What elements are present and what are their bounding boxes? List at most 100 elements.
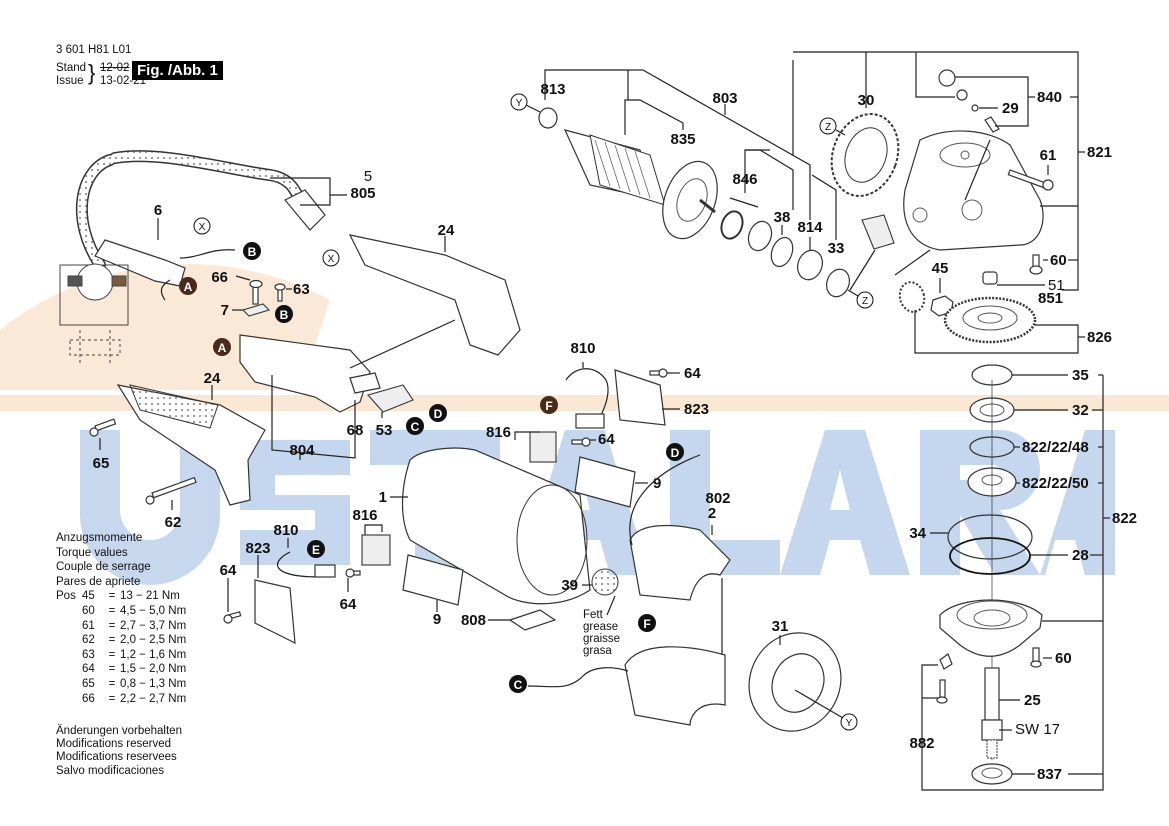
svg-text:D: D <box>671 446 680 460</box>
part-label-51: 51 <box>1048 277 1065 294</box>
torque-row: 64=1,5 − 2,0 Nm <box>82 663 187 676</box>
part-label-816-lower: 816 <box>352 507 377 524</box>
part-label-63: 63 <box>293 281 310 298</box>
suppressor-810 <box>575 413 605 429</box>
connectors: A B X B A X D C F D E E F C Y Y Z Z <box>179 93 874 731</box>
part-label-64-left: 64 <box>220 562 237 579</box>
torque-title-de: Anzugsmomente <box>56 532 143 544</box>
note-es: Salvo modificaciones <box>56 764 165 777</box>
part-label-837: 837 <box>1037 766 1062 783</box>
connector-X: X <box>193 217 211 235</box>
armature-835 <box>563 129 718 240</box>
part-label-9-upper: 9 <box>653 475 661 492</box>
part-label-810-lower: 810 <box>273 522 298 539</box>
connector-Z: Z <box>856 291 874 309</box>
part-label-39: 39 <box>561 577 578 594</box>
svg-text:C: C <box>514 678 523 692</box>
svg-text:C: C <box>411 420 420 434</box>
svg-text:grasa: grasa <box>583 645 612 657</box>
cover-823-lower <box>254 579 296 645</box>
screw-66 <box>249 279 263 305</box>
connector-E: E <box>307 540 325 558</box>
part-label-33: 33 <box>828 240 845 257</box>
part-label-45: 45 <box>932 260 949 277</box>
switch-part-68 <box>349 372 381 394</box>
issue-label: Issue <box>56 75 84 87</box>
switch-assembly <box>239 334 371 413</box>
svg-text:X: X <box>199 222 206 233</box>
screw-62 <box>145 476 197 505</box>
o-ring-29 <box>971 104 979 112</box>
part-label-823-upper: 823 <box>684 401 709 418</box>
old-date: 12-02 <box>100 62 130 74</box>
wiring-schematic <box>59 263 129 365</box>
part-label-835: 835 <box>670 131 695 148</box>
part-label-814: 814 <box>797 219 823 236</box>
ring-38 <box>770 236 794 268</box>
screw-60-upper <box>1029 254 1043 275</box>
brace: } <box>88 60 96 85</box>
svg-text:Z: Z <box>825 122 831 133</box>
part-label-31: 31 <box>772 618 789 635</box>
part-label-34: 34 <box>909 525 926 542</box>
note-de: Änderungen vorbehalten <box>56 725 182 737</box>
part-label-802: 802 <box>705 490 730 507</box>
field-coil-lower <box>624 646 726 726</box>
watermark-letters <box>80 430 1115 585</box>
part-label-62: 62 <box>165 514 182 531</box>
torque-title-fr: Couple de serrage <box>56 561 151 574</box>
part-label-24: 24 <box>438 222 455 239</box>
screw-65 <box>89 418 117 437</box>
screw-64-left <box>223 611 242 624</box>
part-label-28: 28 <box>1072 547 1089 564</box>
part-label-35: 35 <box>1072 367 1089 384</box>
part-label-29: 29 <box>1002 100 1019 117</box>
part-label-2: 2 <box>708 505 716 522</box>
brush-holder-816-lower <box>361 534 391 566</box>
svg-text:graisse: graisse <box>583 633 620 645</box>
part-label-60-upper: 60 <box>1050 252 1067 269</box>
part-label-882: 882 <box>909 735 934 752</box>
stand-label: Stand <box>56 62 87 74</box>
part-label-32: 32 <box>1072 402 1089 419</box>
pin <box>984 116 1000 133</box>
grease-note: Fett grease graisse grasa <box>583 609 620 657</box>
part-label-64-upper: 64 <box>684 365 701 382</box>
part-label-38: 38 <box>774 209 791 226</box>
figure-label: Fig. /Abb. 1 <box>132 61 223 80</box>
watermark: .com <box>0 264 1169 585</box>
part-label-823-lower: 823 <box>245 540 270 557</box>
torque-row: 60=4,5 − 5,0 Nm <box>82 604 187 617</box>
torque-row: 63=1,2 − 1,6 Nm <box>82 648 187 661</box>
connector-Z: Z <box>819 117 837 135</box>
torque-row: 61=2,7 − 3,7 Nm <box>82 619 187 632</box>
bearing-flange <box>939 599 1043 657</box>
torque-title-en: Torque values <box>56 546 128 559</box>
switch-part-53 <box>367 384 414 413</box>
watermark-orange-band <box>0 395 1169 411</box>
connector-C: C <box>509 675 527 693</box>
part-label-64-mid: 64 <box>598 431 615 448</box>
torque-table: Anzugsmomente Torque values Couple de se… <box>56 531 186 706</box>
part-label-840: 840 <box>1037 89 1062 106</box>
document-number: 3 601 H81 L01 <box>56 44 132 56</box>
label-plate <box>861 214 895 250</box>
o-ring-28 <box>949 537 1031 575</box>
screw-61 <box>1007 169 1054 191</box>
torque-row: 65=0,8 − 1,3 Nm <box>82 677 187 690</box>
screw-64-mid <box>571 437 591 447</box>
bearing-813 <box>538 107 558 129</box>
part-label-851: 851 <box>1038 290 1063 307</box>
screw-882 <box>936 679 948 704</box>
side-handle-grip <box>129 384 219 429</box>
screw-64-lower <box>345 568 361 578</box>
label-808 <box>508 609 557 631</box>
part-label-822: 822 <box>1112 510 1137 527</box>
part-label-61: 61 <box>1040 147 1057 164</box>
svg-text:B: B <box>280 308 289 322</box>
cover-9-upper <box>574 456 636 508</box>
part-label-64-lower: 64 <box>340 596 357 613</box>
svg-text:Y: Y <box>516 98 523 109</box>
